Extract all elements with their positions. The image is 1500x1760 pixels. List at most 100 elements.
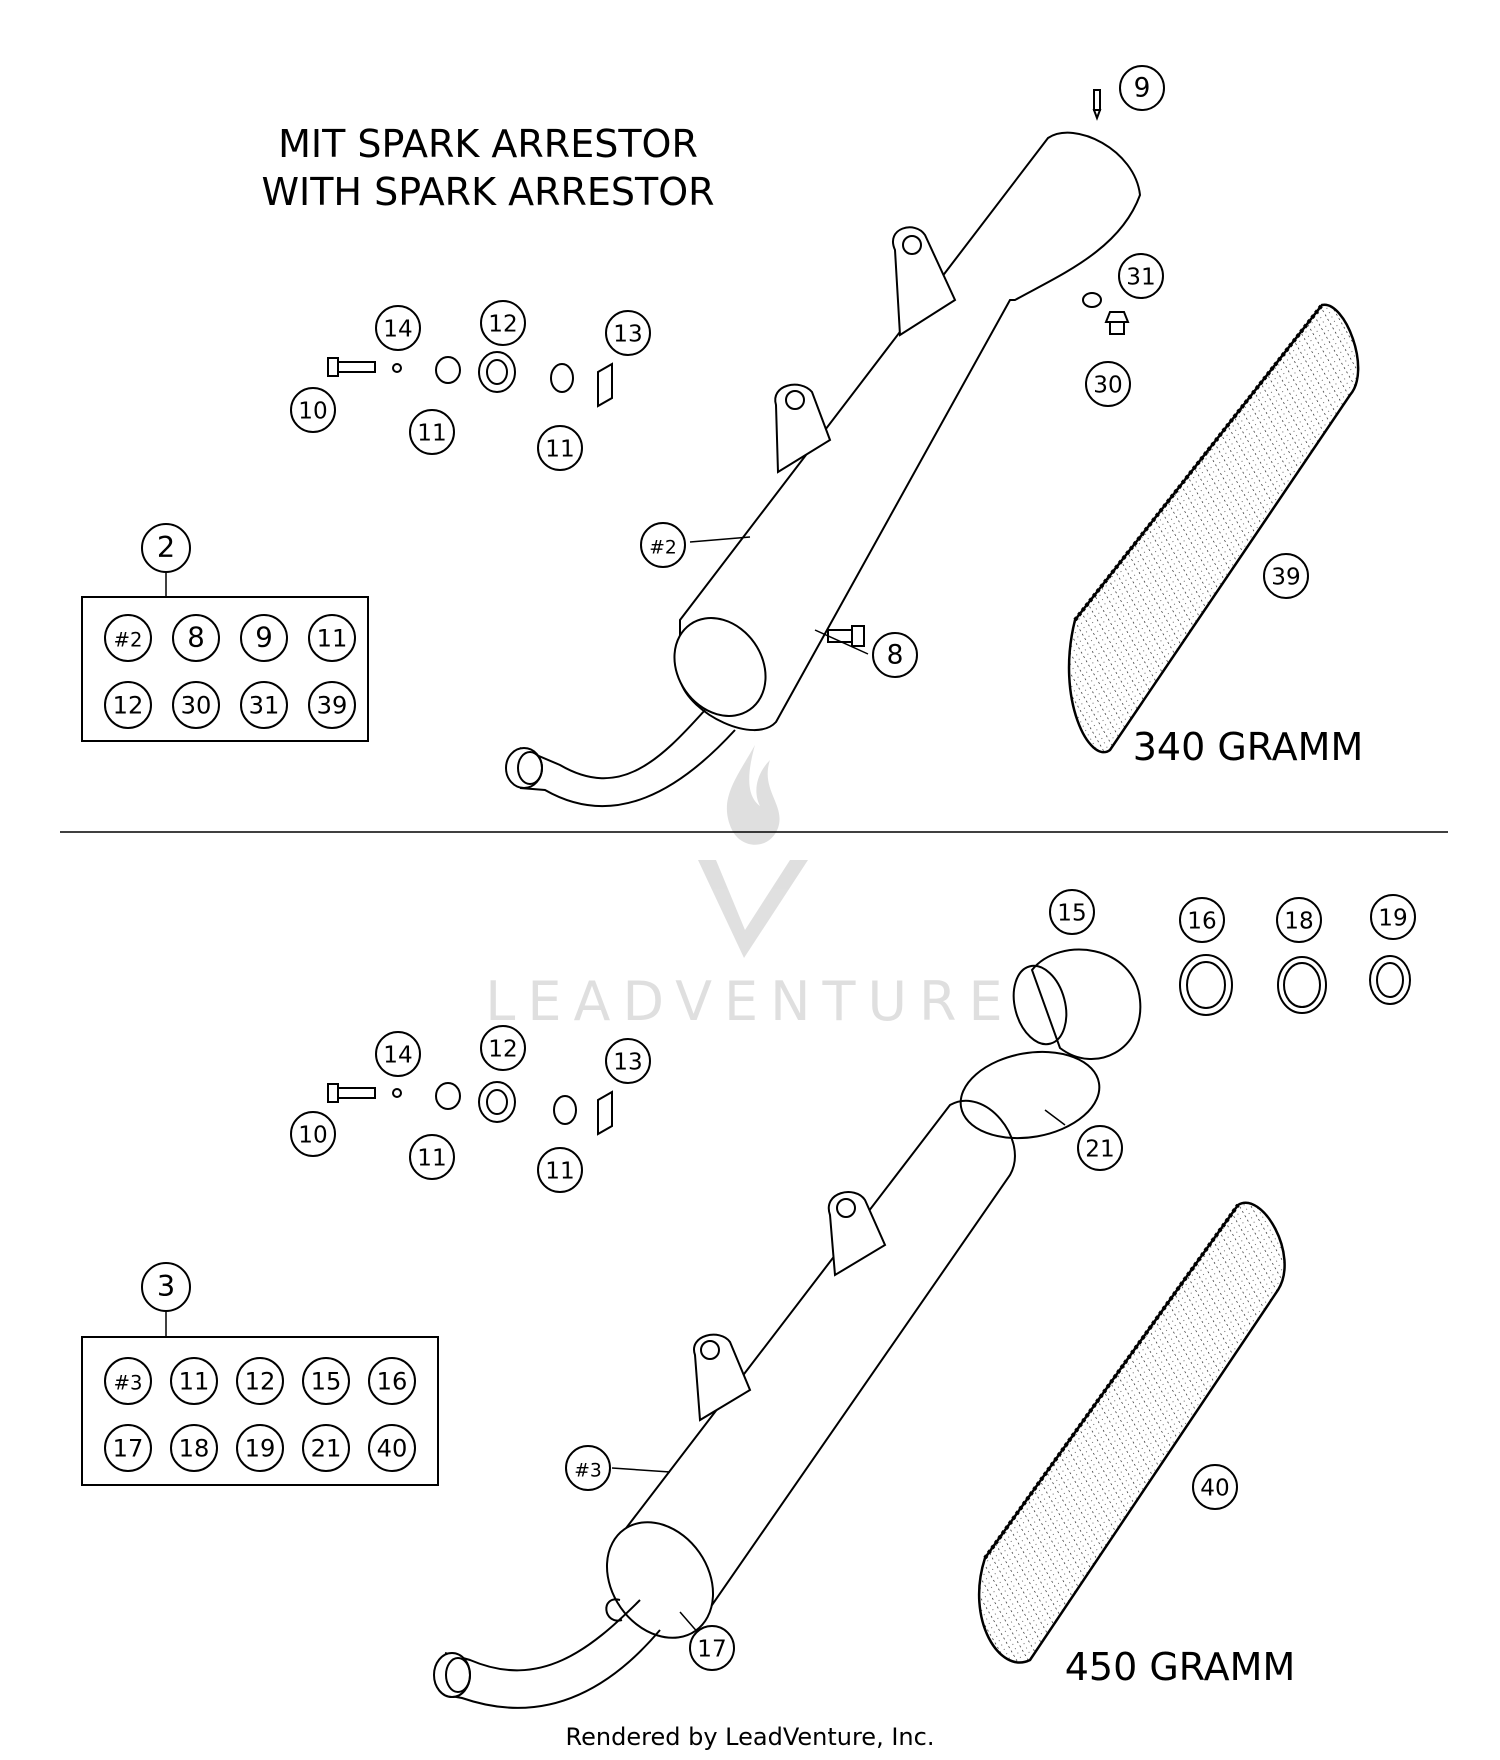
- packing-39: [1067, 303, 1360, 754]
- svg-text:#2: #2: [114, 629, 143, 652]
- callout-top-6: 14: [375, 305, 421, 351]
- svg-text:9: 9: [1134, 72, 1151, 103]
- svg-text:15: 15: [311, 1368, 342, 1396]
- callout-bottom-8: 10: [290, 1111, 336, 1157]
- svg-text:8: 8: [187, 621, 205, 654]
- kit-bottom-item-5: 17: [104, 1424, 152, 1472]
- svg-text:12: 12: [488, 1036, 517, 1062]
- callout-bottom-2: 18: [1276, 897, 1322, 943]
- svg-text:18: 18: [179, 1435, 210, 1463]
- svg-text:30: 30: [181, 692, 212, 720]
- kit-bottom-item-2: 12: [236, 1357, 284, 1405]
- svg-text:15: 15: [1057, 900, 1086, 926]
- svg-text:3: 3: [157, 1269, 175, 1303]
- kit-bottom-item-1: 11: [170, 1357, 218, 1405]
- weight-label-bottom: 450 GRAMM: [1065, 1645, 1296, 1689]
- svg-text:21: 21: [1085, 1136, 1114, 1162]
- packing-40: [977, 1201, 1286, 1664]
- callout-bottom-14: 40: [1192, 1464, 1238, 1510]
- kit-bottom-item-0: #3: [104, 1357, 152, 1405]
- callout-top-11: 11: [537, 425, 583, 471]
- svg-text:30: 30: [1093, 372, 1122, 398]
- footer-credit: Rendered by LeadVenture, Inc.: [566, 1723, 935, 1751]
- kit-top-item-2: 9: [240, 614, 288, 662]
- svg-text:16: 16: [377, 1368, 408, 1396]
- screw-9: [1093, 89, 1101, 111]
- callout-bottom-3: 19: [1370, 894, 1416, 940]
- svg-text:11: 11: [545, 436, 574, 462]
- svg-text:21: 21: [311, 1435, 342, 1463]
- weight-label-top: 340 GRAMM: [1133, 725, 1364, 769]
- svg-text:2: 2: [157, 530, 175, 564]
- callout-top-2: 30: [1085, 361, 1131, 407]
- kit-bottom-item-9: 40: [368, 1424, 416, 1472]
- svg-text:11: 11: [179, 1368, 210, 1396]
- svg-text:11: 11: [417, 1145, 446, 1171]
- callout-bottom-13: 17: [689, 1625, 735, 1671]
- callout-bottom-1: 16: [1179, 897, 1225, 943]
- svg-text:12: 12: [488, 311, 517, 337]
- kit-top-item-0: #2: [104, 614, 152, 662]
- kit-bottom-item-8: 21: [302, 1424, 350, 1472]
- svg-text:31: 31: [1126, 264, 1155, 290]
- callout-top-5: 8: [872, 632, 918, 678]
- washer-31: [1082, 292, 1102, 308]
- svg-text:11: 11: [417, 420, 446, 446]
- kit-top-item-1: 8: [172, 614, 220, 662]
- svg-text:14: 14: [383, 316, 412, 342]
- svg-text:19: 19: [245, 1435, 276, 1463]
- svg-text:14: 14: [383, 1042, 412, 1068]
- callout-top-3: 39: [1263, 553, 1309, 599]
- muffler-bottom: [433, 948, 1411, 1709]
- svg-text:17: 17: [113, 1435, 144, 1463]
- kit-bottom-item-3: 15: [302, 1357, 350, 1405]
- svg-text:39: 39: [317, 692, 348, 720]
- watermark-text: LEADVENTURE: [485, 970, 1014, 1033]
- callout-bottom-11: 3: [141, 1262, 191, 1312]
- kit-bottom-item-7: 19: [236, 1424, 284, 1472]
- kit-box-3: [81, 1336, 439, 1486]
- kit-top-item-4: 12: [104, 681, 152, 729]
- kit-top-item-7: 39: [308, 681, 356, 729]
- kit-bottom-item-4: 16: [368, 1357, 416, 1405]
- callout-top-12: 2: [141, 523, 191, 573]
- svg-text:11: 11: [317, 625, 348, 653]
- callout-bottom-5: 14: [375, 1031, 421, 1077]
- svg-text:39: 39: [1271, 564, 1300, 590]
- kit-top-item-5: 30: [172, 681, 220, 729]
- svg-text:8: 8: [887, 639, 904, 670]
- callout-bottom-0: 15: [1049, 889, 1095, 935]
- svg-text:13: 13: [613, 321, 642, 347]
- svg-text:31: 31: [249, 692, 280, 720]
- watermark-logo: [698, 745, 808, 958]
- callout-top-1: 31: [1118, 253, 1164, 299]
- svg-text:19: 19: [1378, 905, 1407, 931]
- svg-text:11: 11: [545, 1158, 574, 1184]
- svg-text:9: 9: [255, 621, 273, 654]
- kit-top-item-6: 31: [240, 681, 288, 729]
- svg-text:40: 40: [377, 1435, 408, 1463]
- leaders-top: [165, 536, 869, 655]
- svg-text:16: 16: [1187, 908, 1216, 934]
- callout-bottom-7: 13: [605, 1038, 651, 1084]
- svg-text:10: 10: [298, 398, 327, 424]
- svg-text:13: 13: [613, 1049, 642, 1075]
- callout-bottom-6: 12: [480, 1025, 526, 1071]
- kit-bottom-item-6: 18: [170, 1424, 218, 1472]
- svg-text:10: 10: [298, 1122, 327, 1148]
- header-line-2: WITH SPARK ARRESTOR: [261, 170, 714, 214]
- hardware-bottom: [327, 1081, 613, 1136]
- svg-text:12: 12: [113, 692, 144, 720]
- callout-top-4: #2: [640, 522, 686, 568]
- callout-top-7: 12: [480, 300, 526, 346]
- svg-text:18: 18: [1284, 908, 1313, 934]
- kit-box-2: [81, 596, 369, 742]
- svg-text:40: 40: [1200, 1475, 1229, 1501]
- callout-bottom-12: #3: [565, 1445, 611, 1491]
- callout-bottom-9: 11: [409, 1134, 455, 1180]
- kit-top-item-3: 11: [308, 614, 356, 662]
- svg-text:12: 12: [245, 1368, 276, 1396]
- svg-text:#3: #3: [574, 1460, 602, 1481]
